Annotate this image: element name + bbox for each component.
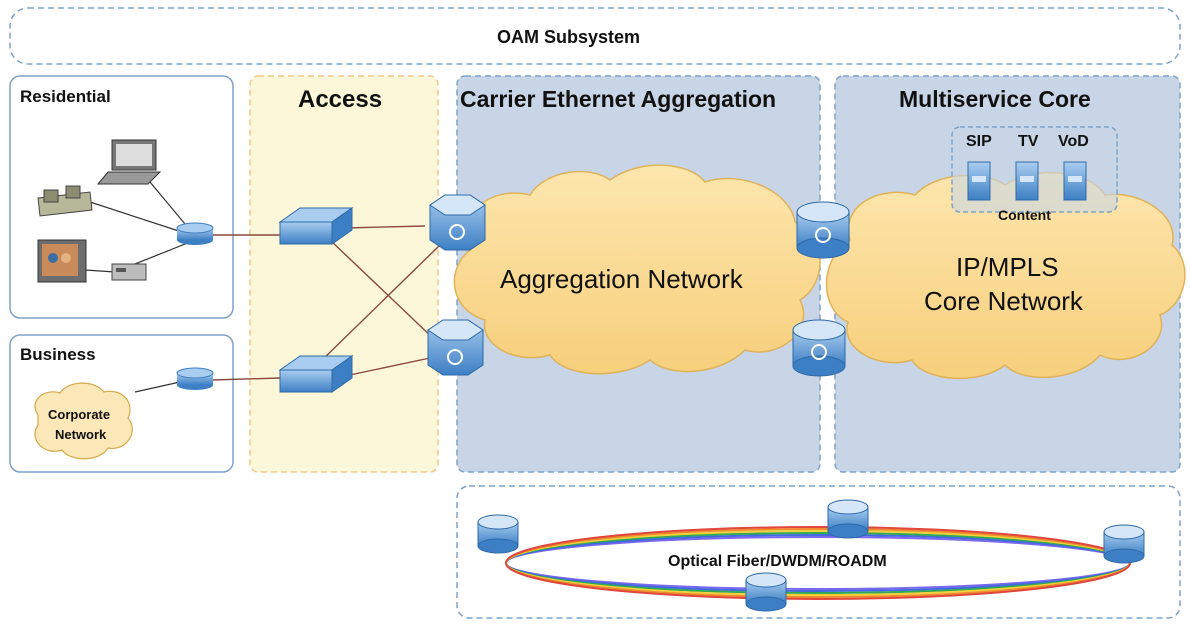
core-network-label-line1: IP/MPLS [956,252,1059,282]
oam-subsystem-title: OAM Subsystem [497,27,641,47]
access-switch-bottom-icon [278,355,354,393]
aggregation-title: Carrier Ethernet Aggregation [460,86,777,112]
roadm-node-right-icon [1103,524,1145,564]
sip-label: SIP [966,133,992,150]
aggregation-switch-top-icon [429,194,486,251]
sip-server-icon [967,161,991,201]
vod-server-icon [1063,161,1087,201]
phone-icon [37,185,93,217]
business-router-icon [176,367,214,390]
core-network-label-line2: Core Network [924,286,1083,316]
access-switch-top-icon [278,207,354,245]
roadm-node-left-icon [477,514,519,554]
set-top-box-icon [111,263,147,281]
vod-label: VoD [1058,133,1089,150]
roadm-node-bottom-icon [745,572,787,612]
aggregation-switch-bottom-icon [427,319,484,376]
corporate-network-label-line2: Network [55,427,107,442]
business-title: Business [20,345,96,364]
content-label: Content [998,207,1051,223]
access-links [211,225,441,381]
corporate-network-cloud [34,382,133,460]
residential-links [84,181,196,393]
oam-subsystem-box [9,7,1181,65]
core-title: Multiservice Core [899,86,1091,112]
roadm-node-top-icon [827,499,869,539]
tv-server-icon [1015,161,1039,201]
access-title: Access [298,86,383,113]
corporate-network-label-line1: Corporate [48,407,111,422]
tv-icon [37,239,87,283]
aggregation-network-label: Aggregation Network [500,264,743,294]
aggregation-network-cloud [453,164,821,375]
residential-router-icon [176,222,214,245]
edge-router-top-icon [796,201,850,259]
tv-label: TV [1018,133,1039,150]
laptop-icon [96,139,162,185]
residential-title: Residential [20,87,111,106]
optical-ring-label: Optical Fiber/DWDM/ROADM [668,553,887,570]
edge-router-bottom-icon [792,319,846,377]
